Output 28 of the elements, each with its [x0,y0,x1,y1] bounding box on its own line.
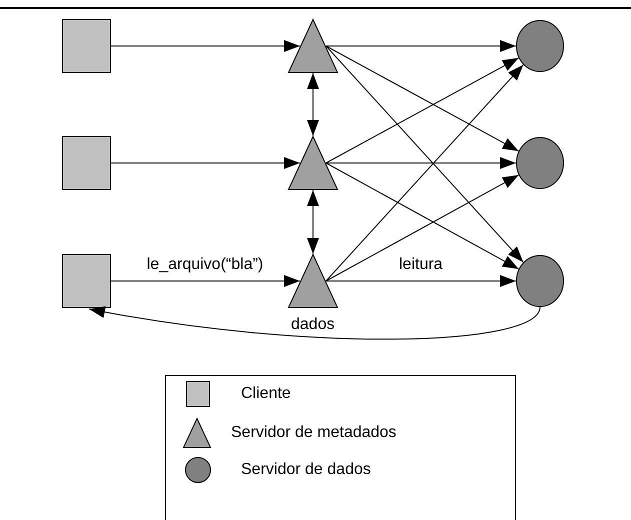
circle-node [516,20,564,72]
triangle-node [288,19,338,73]
triangle-node [288,136,338,190]
arrow [326,174,520,282]
arrow [88,306,540,340]
arrow [110,275,300,287]
legend-label: Servidor de metadados [231,424,396,442]
arrow [326,275,516,287]
arrow [326,40,516,52]
arrow [307,72,319,136]
arrow [326,46,520,152]
arrow [110,157,300,169]
square-node [62,136,110,190]
arrow [307,190,319,254]
legend-label: Servidor de dados [241,461,371,479]
circle-node [516,255,564,307]
edge-label: le_arquivo(“bla”) [146,256,264,274]
circle-node [516,137,564,189]
square-node [62,254,110,308]
triangle-node [288,254,338,308]
arrow [110,40,300,52]
arrow [326,46,524,263]
arrow [326,64,524,282]
legend-label: Cliente [241,385,291,403]
arrow [326,57,520,164]
arrow [326,162,520,270]
arrow [326,157,516,169]
square-node [62,19,110,73]
